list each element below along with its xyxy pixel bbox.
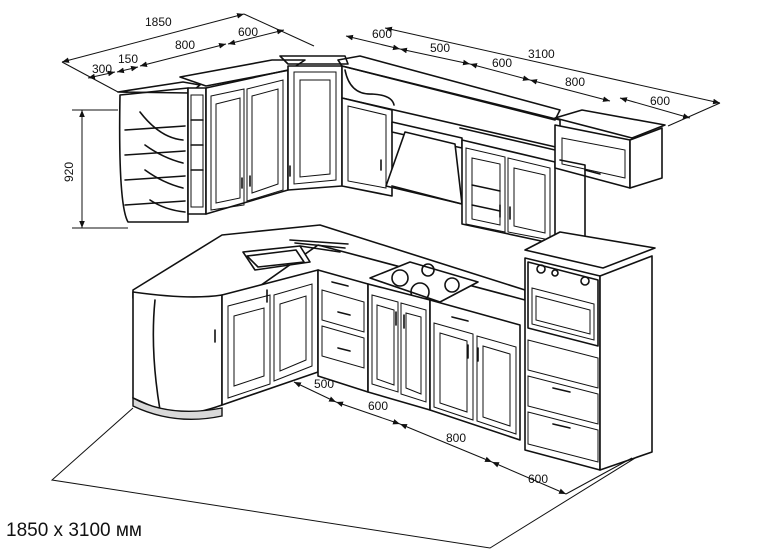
lower-sink-cabinet: [367, 283, 431, 411]
lower-corner-cabinet: [214, 269, 319, 406]
dim-600-a: 600: [372, 27, 392, 41]
dim-600-right: 600: [650, 94, 670, 108]
floor-outline: [50, 407, 641, 549]
dim-300: 300: [92, 62, 112, 76]
dimension-lines: [61, 13, 721, 495]
dim-800: 800: [175, 38, 195, 52]
dim-600-b: 600: [492, 56, 512, 70]
dim-floor-600: 600: [368, 399, 388, 413]
dim-floor-800: 800: [446, 431, 466, 445]
dim-600-left: 600: [238, 25, 258, 39]
lower-double-cabinet: [429, 299, 521, 441]
upper-cabinet-right: [554, 109, 666, 241]
upper-cabinet-narrow: [187, 87, 207, 215]
dim-500: 500: [430, 41, 450, 55]
dim-floor-500: 500: [314, 377, 334, 391]
caption: 1850 x 3100 мм: [6, 520, 142, 541]
dim-150: 150: [118, 52, 138, 66]
dim-floor-600-right: 600: [528, 472, 548, 486]
upper-cabinet-glass: [461, 139, 556, 245]
dim-1850: 1850: [145, 15, 172, 29]
dim-3100: 3100: [528, 47, 555, 61]
lower-drawer-unit: [317, 269, 369, 393]
dim-920: 920: [62, 162, 76, 182]
dimension-labels: 1850 300 150 800 600 600 500 600 800 310…: [62, 15, 670, 486]
tall-oven-cabinet: [524, 231, 656, 471]
upper-corner-cabinet: [279, 55, 349, 191]
lower-rounded-end: [132, 291, 223, 420]
upper-corner-shelf: [117, 81, 201, 223]
dim-800-right: 800: [565, 75, 585, 89]
